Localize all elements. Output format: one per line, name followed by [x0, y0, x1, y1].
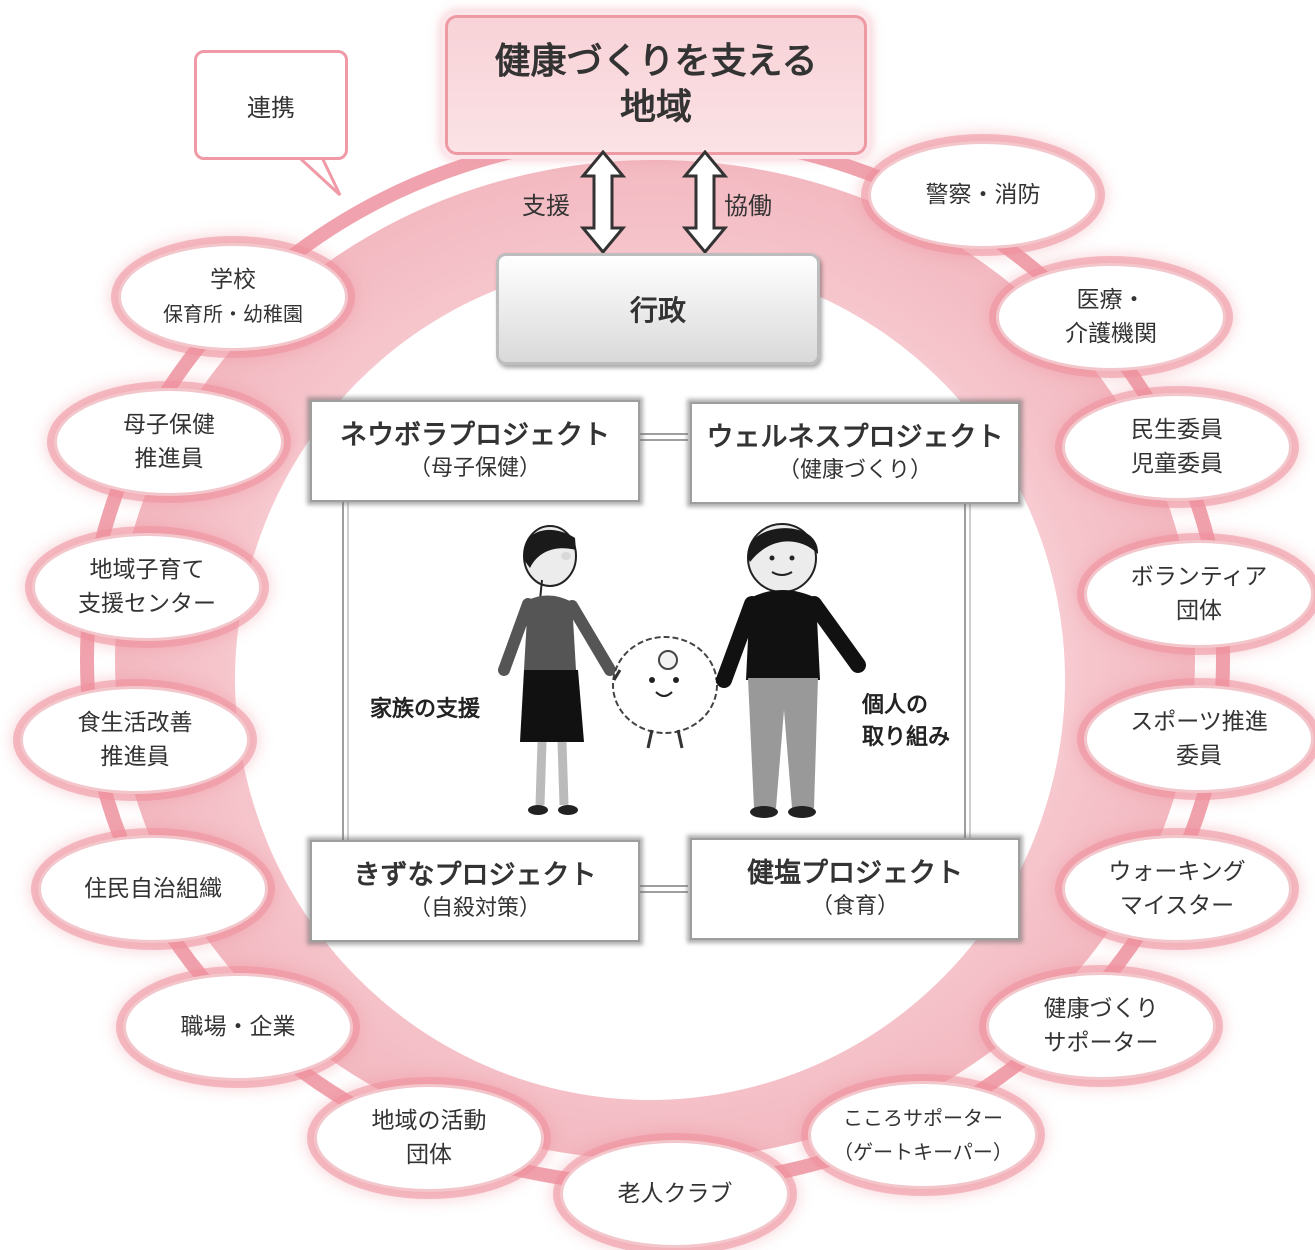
- support-arrow-icon: [579, 150, 627, 255]
- partner-medical: 医療・ 介護機関: [996, 263, 1226, 371]
- mascot-figure: [612, 636, 727, 749]
- title-line2: 地域: [619, 87, 692, 128]
- project-kizuna: きずなプロジェクト （自殺対策）: [310, 840, 640, 942]
- partner-shokuba: 職場・企業: [123, 973, 353, 1081]
- project-kenen: 健塩プロジェクト （食育）: [690, 838, 1020, 940]
- partner-walking: ウォーキング マイスター: [1062, 835, 1292, 943]
- partner-sports: スポーツ推進 委員: [1084, 685, 1314, 793]
- partner-school: 学校 保育所・幼稚園: [118, 243, 348, 351]
- partner-boshi: 母子保健 推進員: [54, 388, 284, 496]
- support-label: 支援: [522, 192, 570, 220]
- cooperation-arrow-icon: [681, 150, 729, 255]
- partner-jumin: 住民自治組織: [38, 835, 268, 943]
- partner-roujin: 老人クラブ: [560, 1140, 790, 1248]
- title-line1: 健康づくりを支える: [494, 41, 818, 82]
- woman-figure: [498, 525, 616, 815]
- family-illustration: [498, 523, 866, 818]
- personal-effort-label: 個人の 取り組み: [862, 693, 951, 750]
- partner-kosodate: 地域子育て 支援センター: [32, 533, 262, 641]
- project-neuvola: ネウボラプロジェクト （母子保健）: [310, 400, 640, 502]
- family-support-label: 家族の支援: [370, 697, 481, 722]
- partner-police: 警察・消防: [868, 141, 1098, 249]
- callout-renkei: 連携: [194, 50, 348, 160]
- cooperation-label: 協働: [724, 192, 772, 220]
- gyosei-box: 行政: [496, 253, 820, 365]
- partner-shokuseikatsu: 食生活改善 推進員: [20, 686, 250, 794]
- project-wellness: ウェルネスプロジェクト （健康づくり）: [690, 402, 1020, 504]
- man-figure: [716, 523, 866, 818]
- partner-kokoro: こころサポーター （ゲートキーパー）: [808, 1081, 1038, 1189]
- partner-chiiki-katsudo: 地域の活動 団体: [314, 1084, 544, 1192]
- partner-supporter: 健康づくり サポーター: [986, 972, 1216, 1080]
- partner-volunteer: ボランティア 団体: [1084, 540, 1314, 648]
- title-box: 健康づくりを支える 地域: [445, 15, 867, 155]
- partner-minsei: 民生委員 児童委員: [1062, 393, 1292, 501]
